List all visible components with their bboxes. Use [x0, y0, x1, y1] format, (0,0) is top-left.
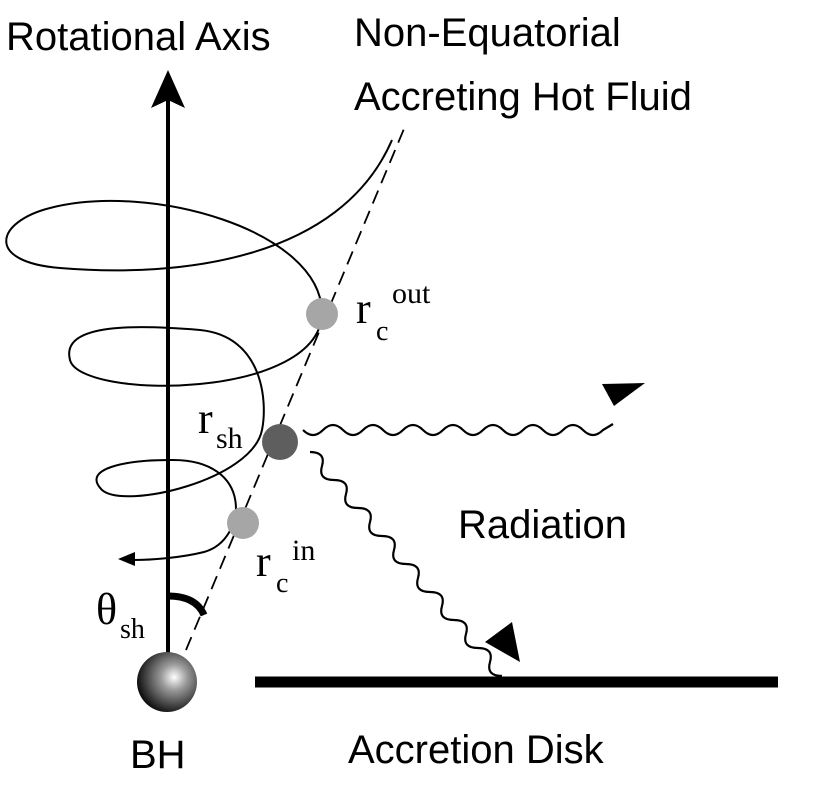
accretion-spiral: [5, 139, 393, 561]
svg-text:r: r: [256, 537, 271, 586]
spiral-arrowhead: [118, 552, 135, 566]
svg-text:out: out: [392, 277, 431, 310]
svg-text:θ: θ: [96, 585, 117, 634]
black-hole: [137, 652, 197, 712]
rc-out-point: [306, 298, 338, 330]
bh-label: BH: [130, 733, 186, 777]
fluid-label-line1: Non-Equatorial: [354, 11, 621, 55]
dashed-radial-line: [185, 123, 407, 651]
rc-in-label: r c in: [256, 534, 315, 599]
rsh-label: r sh: [198, 394, 243, 455]
axis-label: Rotational Axis: [6, 15, 271, 59]
rsh-point: [262, 424, 298, 460]
radiation-wave-right: [302, 423, 614, 437]
rc-out-label: r c out: [356, 277, 431, 347]
theta-arc: [167, 592, 208, 617]
theta-sh-label: θ sh: [96, 585, 145, 645]
rc-in-point: [227, 507, 259, 539]
fluid-label-line2: Accreting Hot Fluid: [354, 75, 692, 119]
svg-text:sh: sh: [120, 614, 145, 645]
svg-text:r: r: [198, 394, 213, 443]
svg-text:c: c: [276, 568, 288, 599]
svg-text:sh: sh: [216, 422, 243, 455]
radiation-wave-down: [309, 450, 503, 678]
radiation-arrowhead-right: [602, 383, 645, 406]
svg-text:c: c: [376, 316, 388, 347]
svg-text:in: in: [292, 534, 315, 567]
accretion-disk-label: Accretion Disk: [348, 728, 605, 772]
radiation-label: Radiation: [458, 503, 627, 547]
radiation-arrowhead-down: [485, 622, 520, 662]
svg-text:r: r: [356, 284, 371, 333]
rotational-axis-arrow: [151, 70, 185, 660]
